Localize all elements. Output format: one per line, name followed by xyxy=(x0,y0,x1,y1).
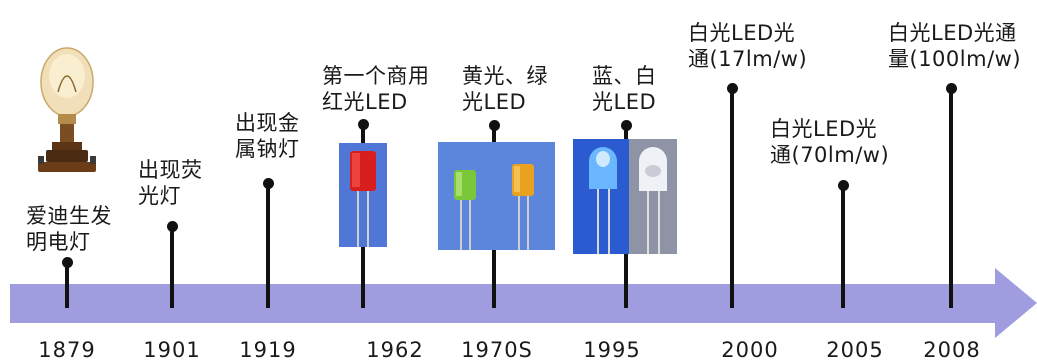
label-1970: 黄光、绿 光LED xyxy=(462,64,548,114)
blue-white-led-image xyxy=(573,139,677,254)
dot-1962 xyxy=(358,119,369,130)
stem-2005 xyxy=(841,186,845,308)
label-2008: 白光LED光通 量(100lm/w) xyxy=(888,21,1022,71)
stem-1970 xyxy=(492,250,496,308)
stem-1995 xyxy=(624,254,628,308)
label-1879: 爱迪生发 明电灯 xyxy=(26,204,112,254)
year-1970: 1970S xyxy=(461,338,533,362)
stem-1995-top xyxy=(624,126,628,139)
dot-1879 xyxy=(62,257,73,268)
label-1995: 蓝、白 光LED xyxy=(592,64,657,114)
dot-1995 xyxy=(621,120,632,131)
stem-2000 xyxy=(730,89,734,308)
stem-1919 xyxy=(266,183,270,308)
stem-1962 xyxy=(361,247,365,308)
year-1919: 1919 xyxy=(239,338,297,362)
dot-2008 xyxy=(946,83,957,94)
stem-1970-top xyxy=(492,126,496,142)
year-2000: 2000 xyxy=(721,338,779,362)
label-1962: 第一个商用 红光LED xyxy=(322,64,430,114)
stem-1962-top xyxy=(361,125,365,143)
stem-2008 xyxy=(949,89,953,308)
label-1919: 出现金 属钠灯 xyxy=(235,111,300,161)
dot-2000 xyxy=(727,83,738,94)
year-1901: 1901 xyxy=(143,338,201,362)
dot-2005 xyxy=(838,180,849,191)
year-2005: 2005 xyxy=(826,338,884,362)
edison-bulb-image xyxy=(22,36,112,178)
dot-1970 xyxy=(489,120,500,131)
year-1995: 1995 xyxy=(583,338,641,362)
year-2008: 2008 xyxy=(923,338,981,362)
stem-1901 xyxy=(170,226,174,308)
green-yellow-led-image xyxy=(438,142,555,250)
label-2005: 白光LED光 通(70lm/w) xyxy=(770,117,890,167)
label-2000: 白光LED光 通(17lm/w) xyxy=(688,21,808,71)
year-1879: 1879 xyxy=(38,338,96,362)
timeline-band xyxy=(10,268,1037,338)
label-1901: 出现荧 光灯 xyxy=(138,158,203,208)
dot-1901 xyxy=(167,221,178,232)
year-1962: 1962 xyxy=(366,338,424,362)
dot-1919 xyxy=(263,178,274,189)
red-led-image xyxy=(339,143,387,247)
stem-1879 xyxy=(65,262,69,308)
